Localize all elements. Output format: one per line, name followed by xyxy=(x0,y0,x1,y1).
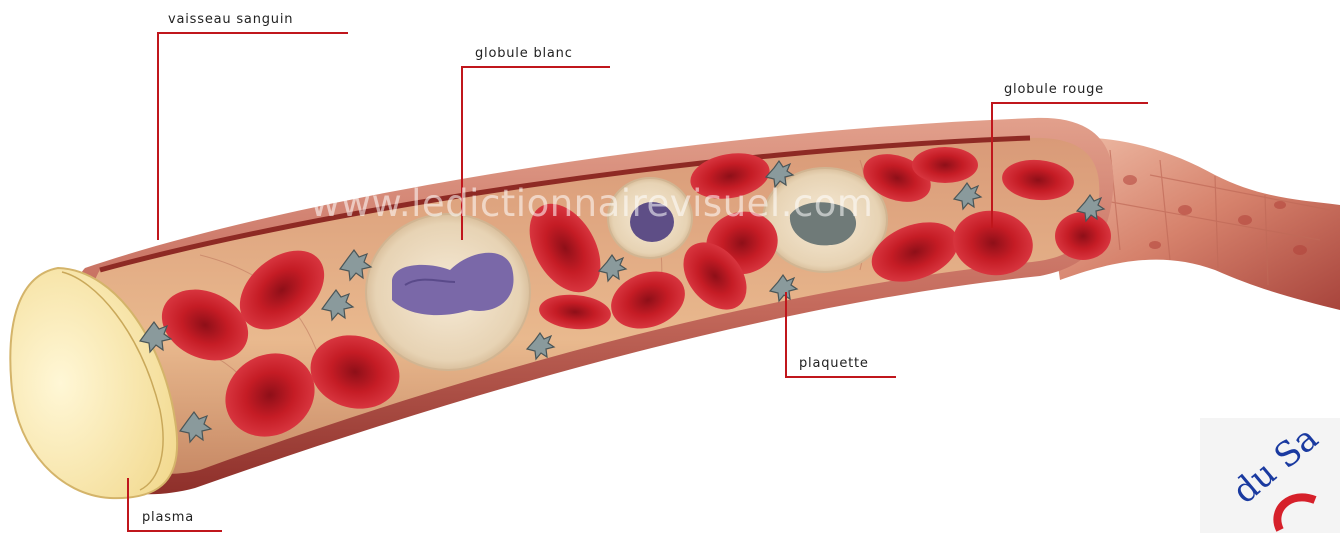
white-blood-cell-large xyxy=(366,214,530,370)
watermark: www.ledictionnairevisuel.com xyxy=(310,182,873,225)
label-globule-blanc: globule blanc xyxy=(475,46,573,61)
label-plasma: plasma xyxy=(142,510,194,525)
label-globule-rouge: globule rouge xyxy=(1004,82,1104,97)
label-vaisseau-sanguin: vaisseau sanguin xyxy=(168,12,293,27)
corner-stamp: du Sa xyxy=(1200,418,1340,533)
label-plaquette: plaquette xyxy=(799,356,869,371)
